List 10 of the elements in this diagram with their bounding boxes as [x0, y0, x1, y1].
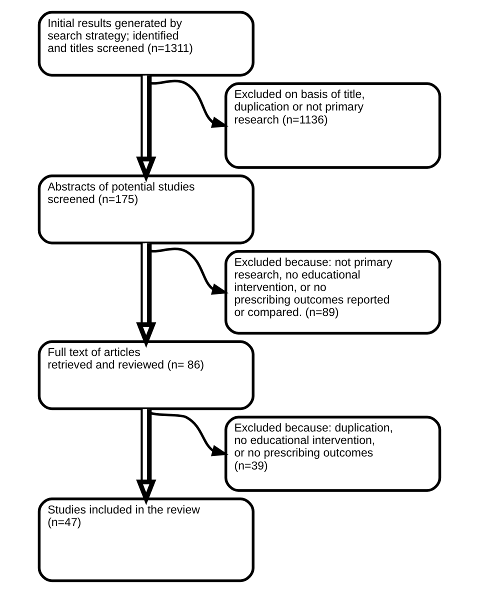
- node-box: Excluded because: duplication, no educational intervention, or no prescribing outcomes (n=39): [224, 416, 442, 492]
- node-box: Full text of articles retrieved and reviewed (n= 86): [38, 340, 254, 410]
- arrow: [136, 243, 156, 348]
- node-box: Initial results generated by search strategy; identified and titles screened (n=1311): [38, 10, 254, 77]
- node-box: Abstracts of potential studies screened (n=175): [38, 174, 254, 244]
- node-box: Excluded on basis of title, duplication or not primary research (n=1136): [224, 82, 442, 169]
- arrow: [136, 409, 156, 506]
- node-box: Excluded because: not primary research, no educational intervention, or no prescribing outcomes reported or compared. (n=89): [224, 250, 442, 335]
- node-box: Studies included in the review (n=47): [38, 498, 254, 582]
- arrow: [136, 76, 156, 182]
